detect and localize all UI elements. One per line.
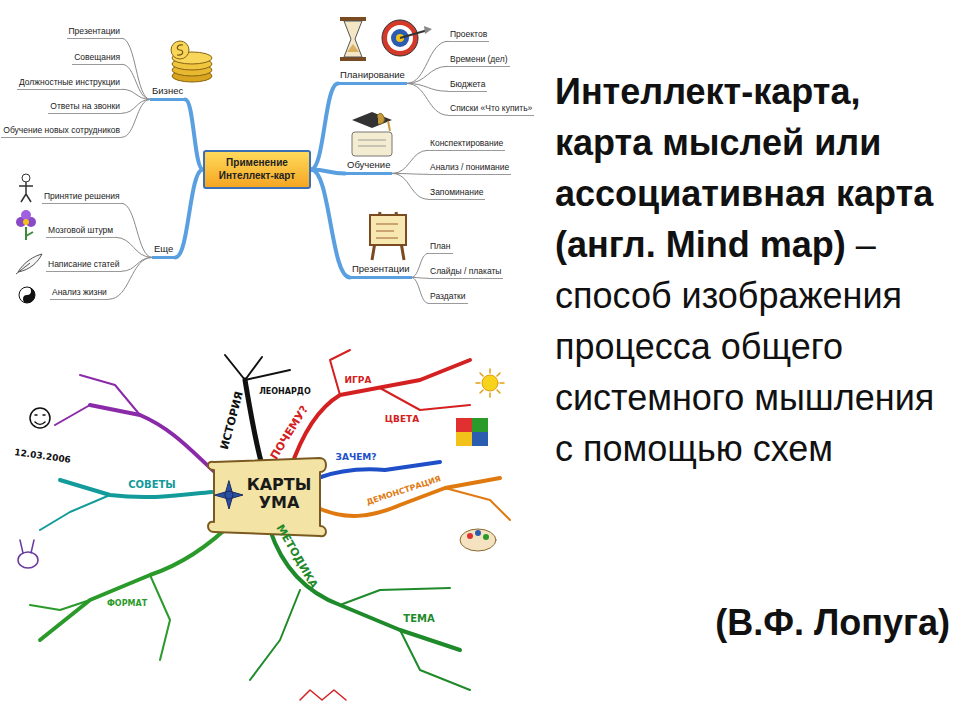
leaf-label: Обучение новых сотрудников (1, 126, 122, 138)
leaf-connector (392, 173, 428, 199)
map-label: ЛЕОНАРДО (259, 388, 311, 396)
leaf-connector (115, 237, 152, 257)
map-label: ЗАЧЕМ? (336, 453, 377, 462)
leaf-label: Времени (дел) (448, 55, 510, 67)
node-text: Должностные инструкции (19, 78, 120, 88)
branch-label: Бизнес (150, 86, 185, 101)
node-text: План (430, 242, 451, 252)
branch-label: Планирование (338, 70, 407, 85)
node-text: Презентации (69, 27, 121, 37)
node-text: Анализ / понимание (430, 163, 509, 173)
definition-text: Интеллект-карта, карта мыслей или ассоци… (555, 66, 950, 474)
leaf-label: Бюджета (448, 80, 487, 92)
leaf-label: Анализ жизни (50, 288, 109, 300)
node-text: Принятие решения (44, 192, 120, 202)
map-label: ИГРА (345, 376, 372, 385)
leaf-label: Мозговой штурм (46, 226, 115, 238)
coins-icon (171, 41, 212, 82)
leaf-label: Принятие решения (42, 192, 122, 204)
planning-icons (340, 17, 432, 61)
leaf-connector (122, 257, 152, 271)
leaf-connector (412, 277, 428, 303)
leaf-label: Запоминание (428, 188, 485, 200)
branch-label: Еще (152, 244, 175, 259)
leaf-label: План (428, 242, 453, 254)
leaf-label: Должностные инструкции (17, 78, 122, 90)
branch-label: Презентации (350, 264, 412, 279)
leaf-label: Написание статей (46, 260, 122, 272)
node-text: Запоминание (430, 188, 483, 198)
node-text: Слайды / плакаты (430, 267, 501, 277)
leaf-connector (407, 83, 448, 115)
node-text: Обучение (347, 160, 390, 171)
branch-connector (185, 99, 203, 169)
map-label: ЦВЕТА (385, 415, 419, 424)
branch-connector (175, 170, 203, 258)
map-label: ТЕМА (403, 614, 434, 624)
node-text: Бюджета (450, 80, 485, 90)
leaf-label: Анализ / понимание (428, 163, 511, 175)
node-text: Презентации (352, 264, 410, 275)
study-icon (352, 112, 392, 156)
leaf-connector (122, 38, 150, 99)
leaf-label: Проектов (448, 30, 489, 42)
node-text: КАРТЫ УМА (245, 476, 313, 511)
leaf-connector (122, 89, 150, 99)
leaf-connector (407, 41, 448, 83)
easel-icon (370, 212, 406, 260)
leaf-label: Слайды / плакаты (428, 267, 503, 279)
node-text: Раздатки (430, 292, 466, 302)
node-text: Обучение новых сотрудников (3, 126, 120, 136)
node-text: Анализ жизни (52, 288, 107, 298)
node-text: Ответы на звонки (50, 102, 120, 112)
leaf-connector (412, 253, 428, 277)
leaf-connector (122, 203, 152, 257)
leaf-connector (122, 99, 150, 113)
leaf-label: Конспектирование (428, 139, 505, 151)
hand-drawn-map (18, 350, 510, 700)
node-text: Списки «Что купить» (450, 104, 532, 114)
leaf-connector (122, 64, 150, 99)
node-text: Совещания (74, 53, 120, 63)
node-text: Планирование (340, 70, 405, 81)
leaf-label: Совещания (72, 53, 122, 65)
leaf-connector (392, 150, 428, 173)
leaf-connector (122, 99, 150, 137)
author-credit: (В.Ф. Лопуга) (715, 602, 950, 644)
branch-label: Обучение (345, 160, 392, 175)
node-text: Еще (154, 244, 173, 255)
node-text: Проектов (450, 30, 487, 40)
node-text: Применение Интеллект-карт (209, 157, 305, 182)
leaf-label: Раздатки (428, 292, 468, 304)
map-label: ИСТОРИЯ (219, 390, 245, 451)
central-box: Применение Интеллект-карт (203, 150, 311, 189)
misc-icons (16, 174, 42, 303)
node-text: Написание статей (48, 260, 120, 270)
leaf-label: Презентации (67, 27, 123, 39)
map-label: СОВЕТЫ (128, 480, 175, 490)
node-text: Времени (дел) (450, 55, 508, 65)
map-label: 12.03.2006 (13, 448, 71, 465)
map-label: ФОРМАТ (107, 600, 147, 608)
node-text: Мозговой штурм (48, 226, 113, 236)
scroll-title: КАРТЫ УМА (245, 476, 313, 511)
node-text: Конспектирование (430, 139, 503, 149)
leaf-label: Ответы на звонки (48, 102, 122, 114)
leaf-connector (407, 66, 448, 83)
leaf-label: Списки «Что купить» (448, 104, 534, 116)
map-label: ПОЧЕМУ? (268, 403, 310, 460)
branch-connector (311, 170, 350, 278)
node-text: Бизнес (152, 86, 183, 97)
branch-connector (311, 83, 338, 169)
term-heading: Интеллект-карта, карта мыслей или ассоци… (555, 71, 933, 265)
